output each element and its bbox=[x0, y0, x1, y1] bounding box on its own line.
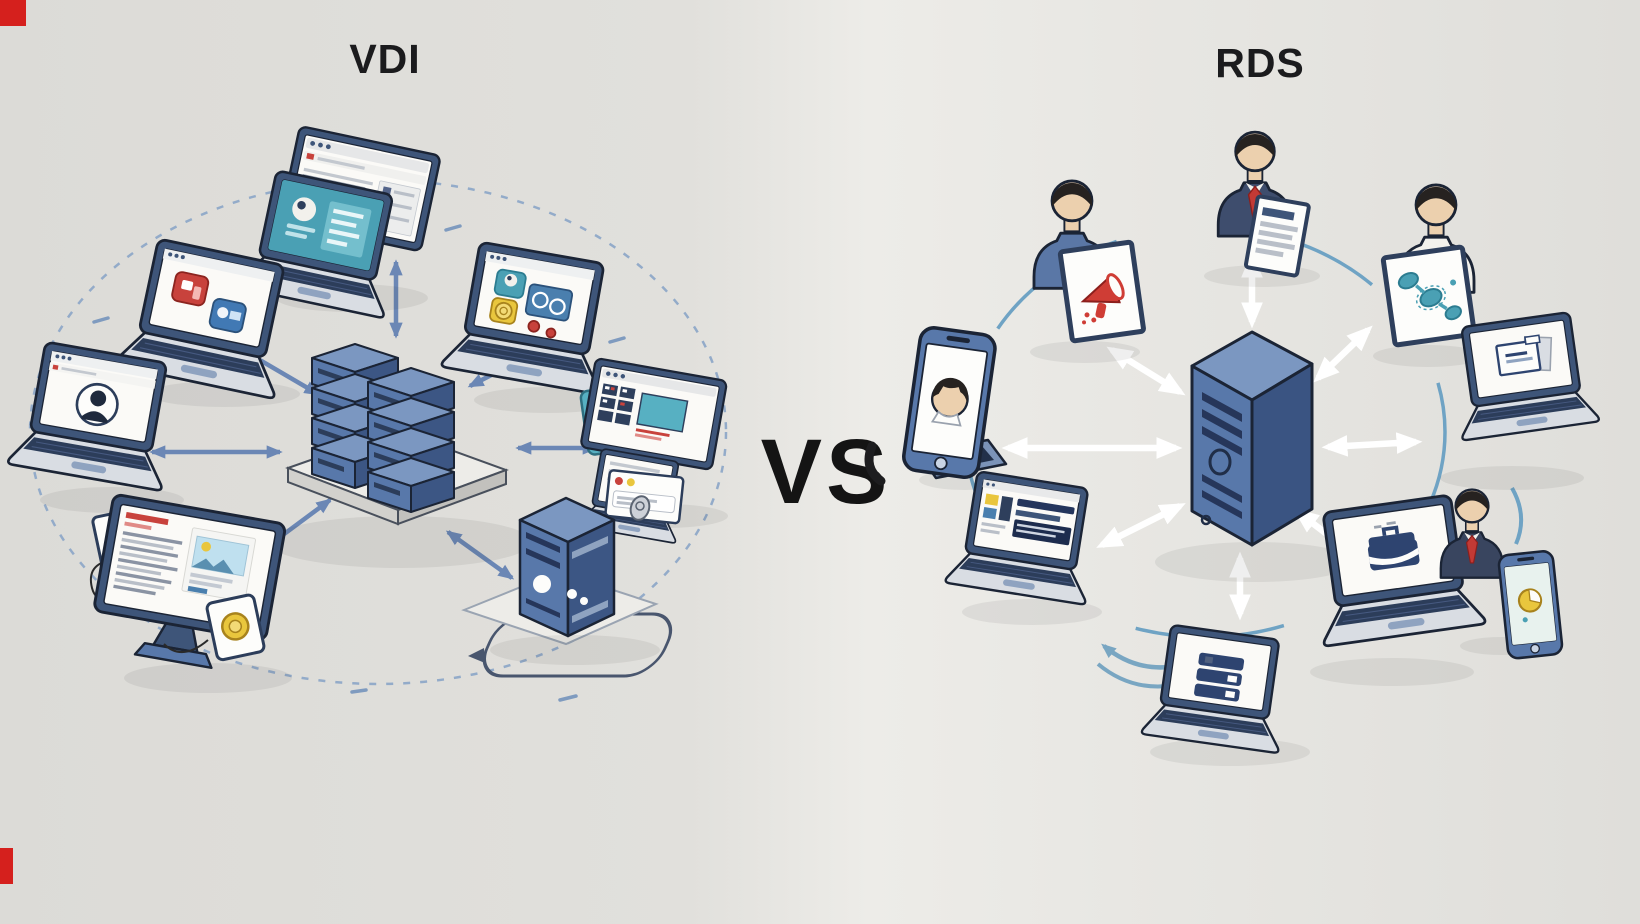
video-pane-icon bbox=[636, 392, 689, 433]
vdi-client-media-workstation bbox=[574, 356, 729, 545]
rds-user-presentation-card bbox=[1204, 130, 1320, 287]
rds-title: RDS bbox=[1215, 40, 1305, 86]
rds-user-megaphone-tablet bbox=[1030, 179, 1146, 363]
server-stack-right-column bbox=[367, 367, 455, 513]
vdi-diagram bbox=[6, 124, 729, 702]
blue-app-tile-icon bbox=[208, 298, 247, 334]
vdi-client-apps-laptop bbox=[113, 233, 303, 407]
megaphone-tablet-icon bbox=[1057, 239, 1146, 344]
database-icon bbox=[1194, 652, 1245, 702]
rds-client-database-laptop bbox=[1140, 621, 1310, 766]
red-corner-mark-bottom bbox=[0, 848, 13, 884]
red-corner-mark-top bbox=[0, 0, 26, 26]
blue-panel-icon bbox=[524, 283, 574, 322]
vs-label: VS bbox=[760, 421, 892, 523]
document-icon bbox=[1495, 334, 1553, 377]
rds-user-phone-small bbox=[1439, 488, 1565, 661]
vdi-dashed-boundary bbox=[28, 178, 728, 686]
avatar-face-icon bbox=[930, 377, 969, 427]
loop-arrow-icon bbox=[468, 648, 485, 663]
vdi-connectors bbox=[149, 259, 599, 580]
vdi-client-document-monitor bbox=[85, 492, 292, 693]
rds-connector-nw bbox=[1106, 346, 1186, 396]
coin-card-icon bbox=[205, 593, 266, 662]
rds-connector-ne bbox=[1313, 325, 1373, 383]
network-tablet-icon bbox=[1380, 244, 1477, 348]
presentation-card-icon bbox=[1243, 194, 1311, 278]
vdi-title: VDI bbox=[349, 36, 421, 82]
profile-screen-laptop bbox=[234, 165, 410, 320]
mouse-icon bbox=[629, 495, 651, 521]
vdi-gateway-tower bbox=[461, 496, 673, 678]
vdi-connector-se bbox=[445, 530, 515, 580]
rds-client-browser-laptop bbox=[944, 467, 1104, 625]
rds-diagram bbox=[864, 130, 1601, 766]
vdi-server-stack bbox=[268, 343, 532, 568]
server-stack-left-column bbox=[311, 343, 399, 489]
vdi-client-profile-laptop bbox=[6, 337, 185, 513]
rds-client-smartphone bbox=[864, 324, 1011, 490]
headset-icon bbox=[864, 441, 886, 486]
rds-client-briefcase-laptop bbox=[1304, 491, 1487, 686]
rds-client-document-laptop bbox=[1440, 308, 1601, 490]
rds-connector-sw bbox=[1096, 503, 1186, 548]
rds-connector-e bbox=[1321, 432, 1423, 457]
vdi-client-top-workstation bbox=[234, 124, 443, 320]
rds-session-host-tower bbox=[1155, 330, 1355, 582]
rds-user-network-tablet bbox=[1373, 183, 1483, 367]
briefcase-icon bbox=[1367, 521, 1420, 571]
